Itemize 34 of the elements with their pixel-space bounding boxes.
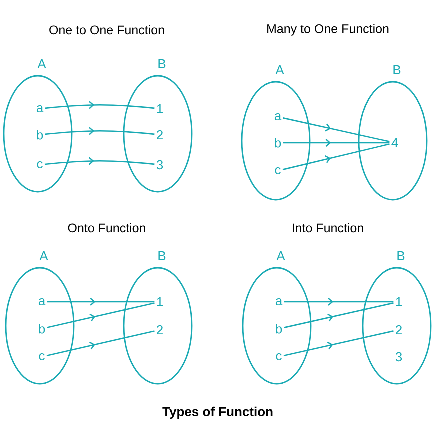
- node-label: B: [158, 252, 166, 260]
- panel-title: Into Function: [293, 223, 364, 233]
- element-label: c: [39, 353, 45, 361]
- element-label: 4: [392, 138, 398, 148]
- element-label: b: [275, 138, 282, 148]
- element-label: b: [37, 130, 44, 140]
- element-label: b: [276, 324, 282, 334]
- element-label: a: [38, 298, 46, 306]
- element-label: 3: [396, 352, 402, 362]
- node-label: B: [158, 60, 166, 68]
- element-label: 2: [157, 325, 163, 335]
- diagram-title: Types of Function: [162, 406, 273, 420]
- node-label: B: [398, 252, 405, 260]
- element-label: b: [39, 324, 46, 334]
- element-label: 2: [157, 130, 163, 140]
- node-label: A: [276, 252, 286, 260]
- element-label: c: [275, 167, 281, 175]
- panel-title: Many to One Function: [268, 24, 389, 36]
- node-label: A: [38, 60, 46, 68]
- element-label: a: [274, 113, 282, 121]
- node-label: A: [40, 252, 48, 260]
- element-label: c: [37, 161, 43, 169]
- element-label: 1: [157, 298, 163, 306]
- node-label: A: [276, 66, 284, 74]
- element-label: a: [276, 298, 283, 306]
- panel-title: Onto Function: [68, 223, 146, 233]
- element-label: 2: [396, 325, 402, 335]
- element-label: 3: [156, 160, 164, 170]
- element-label: a: [36, 105, 44, 113]
- node-label: B: [394, 66, 401, 74]
- panel-title: One to One Function: [50, 25, 164, 35]
- element-label: c: [276, 353, 282, 361]
- element-label: 1: [396, 298, 402, 306]
- element-label: 1: [157, 104, 163, 114]
